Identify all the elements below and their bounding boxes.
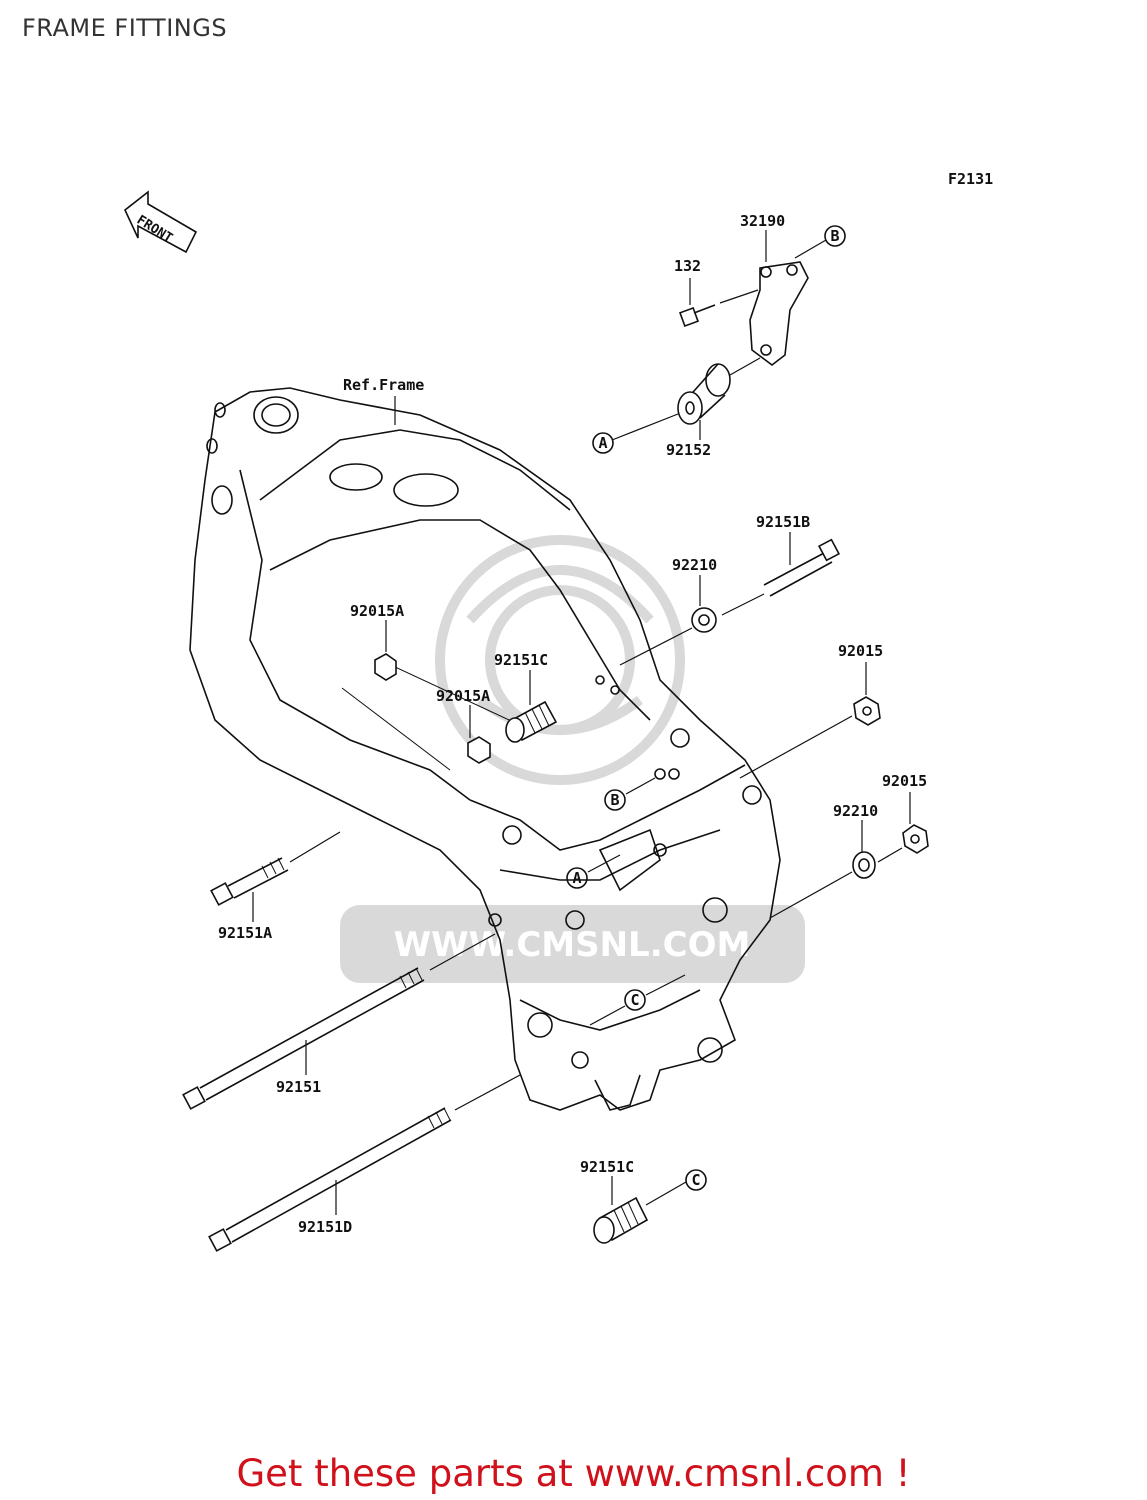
part-92015a-upper[interactable] xyxy=(374,620,397,681)
marker-b-frame: B xyxy=(604,777,656,811)
svg-text:C: C xyxy=(691,1171,700,1189)
callout-92015a-upper: 92015A xyxy=(350,602,404,620)
marker-b-top: B xyxy=(824,225,846,247)
svg-text:A: A xyxy=(572,869,581,887)
callout-92151c-upper: 92151C xyxy=(494,651,548,669)
svg-text:A: A xyxy=(598,434,607,452)
svg-text:C: C xyxy=(630,991,639,1009)
svg-text:B: B xyxy=(610,791,619,809)
part-92151a[interactable] xyxy=(210,831,341,922)
marker-c-bottom: C xyxy=(685,1169,707,1191)
part-92151[interactable] xyxy=(182,933,496,1110)
reference-label: Ref.Frame xyxy=(343,376,424,394)
marker-a-top: A xyxy=(592,432,614,454)
part-92015-lower[interactable] xyxy=(877,792,929,863)
part-92151c-lower[interactable] xyxy=(593,1176,687,1244)
page-title: FRAME FITTINGS xyxy=(22,14,228,42)
callout-92015-upper: 92015 xyxy=(838,642,883,660)
callout-132: 132 xyxy=(674,257,701,275)
part-92151b[interactable] xyxy=(721,532,841,616)
callout-32190: 32190 xyxy=(740,212,785,230)
part-92015-upper[interactable] xyxy=(739,662,881,779)
part-92015a-lower[interactable] xyxy=(467,705,491,764)
part-92210-bottom[interactable] xyxy=(769,820,876,919)
marker-a-frame: A xyxy=(566,854,621,889)
figure-code: F2131 xyxy=(948,170,993,188)
callout-92151c-lower: 92151C xyxy=(580,1158,634,1176)
callout-92015a-lower: 92015A xyxy=(436,687,490,705)
callout-92151: 92151 xyxy=(276,1078,321,1096)
part-92151d[interactable] xyxy=(208,1074,521,1252)
watermark-text: WWW.CMSNL.COM xyxy=(394,925,751,965)
callout-92210-bottom: 92210 xyxy=(833,802,878,820)
callout-92151a: 92151A xyxy=(218,924,272,942)
part-92210-top[interactable] xyxy=(619,575,717,666)
callout-92210-top: 92210 xyxy=(672,556,717,574)
marker-c-frame: C xyxy=(589,974,686,1026)
part-32190[interactable] xyxy=(749,230,827,367)
callout-92015-lower: 92015 xyxy=(882,772,927,790)
watermark: WWW.CMSNL.COM xyxy=(340,535,805,983)
callout-92151b: 92151B xyxy=(756,513,810,531)
part-92152[interactable] xyxy=(611,357,761,441)
svg-text:B: B xyxy=(830,227,839,245)
part-132[interactable] xyxy=(679,278,759,327)
part-92151c-upper[interactable] xyxy=(505,670,558,743)
callout-92152: 92152 xyxy=(666,441,711,459)
callout-92151d: 92151D xyxy=(298,1218,352,1236)
frame-fittings-diagram: WWW.CMSNL.COM F2131 FRONT xyxy=(124,170,993,1252)
footer-cta-link[interactable]: Get these parts at www.cmsnl.com ! xyxy=(236,1452,911,1495)
front-arrow-icon: FRONT xyxy=(124,190,198,254)
frame-drawing: Ref.Frame xyxy=(189,376,781,1111)
